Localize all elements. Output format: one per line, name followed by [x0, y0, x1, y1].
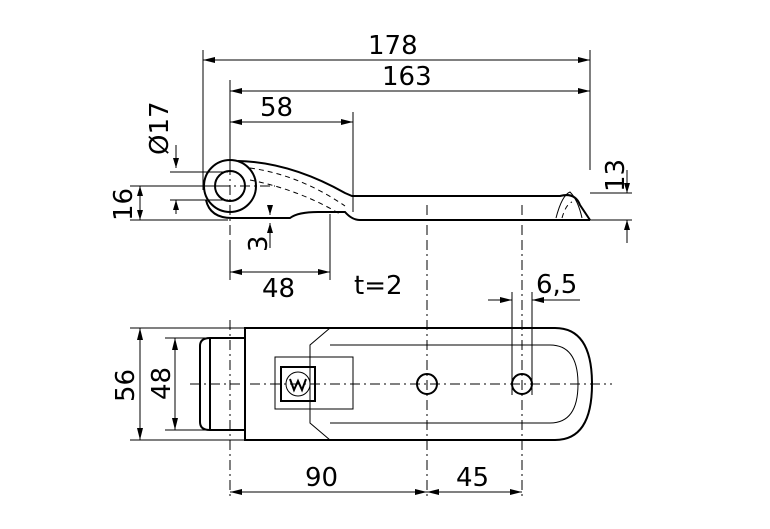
- dim-3: 3: [244, 205, 274, 252]
- dim-90: 90: [230, 463, 427, 495]
- dim-13: 13: [590, 159, 632, 243]
- dim-48-width: 48: [147, 337, 210, 431]
- dim-13-label: 13: [601, 159, 631, 192]
- dim-45: 45: [427, 463, 522, 495]
- dim-90-label: 90: [305, 463, 338, 493]
- hinge-side-profile: [160, 145, 591, 235]
- dim-56: 56: [111, 327, 248, 441]
- dim-diameter: Ø17: [145, 101, 179, 168]
- dim-56-label: 56: [111, 369, 141, 402]
- dim-48-width-label: 48: [147, 367, 177, 400]
- dim-45-label: 45: [456, 463, 489, 493]
- dim-48-top: 48: [229, 214, 331, 304]
- dim-6-5-label: 6,5: [536, 270, 577, 300]
- dim-48-top-label: 48: [262, 274, 295, 304]
- dim-58: 58: [230, 93, 354, 212]
- dim-163: 163: [229, 62, 590, 175]
- dim-16: 16: [109, 171, 228, 221]
- dim-diameter-label: Ø17: [145, 101, 175, 155]
- manufacturer-logo-icon: [280, 366, 316, 402]
- dim-163-label: 163: [382, 62, 432, 92]
- dim-6-5: 6,5: [488, 270, 580, 395]
- dim-3-label: 3: [244, 235, 274, 252]
- dim-178-label: 178: [368, 31, 418, 61]
- dim-58-label: 58: [260, 93, 293, 123]
- dim-178: 178: [202, 31, 591, 190]
- thickness-label: t=2: [354, 271, 403, 301]
- dim-16-label: 16: [109, 188, 139, 221]
